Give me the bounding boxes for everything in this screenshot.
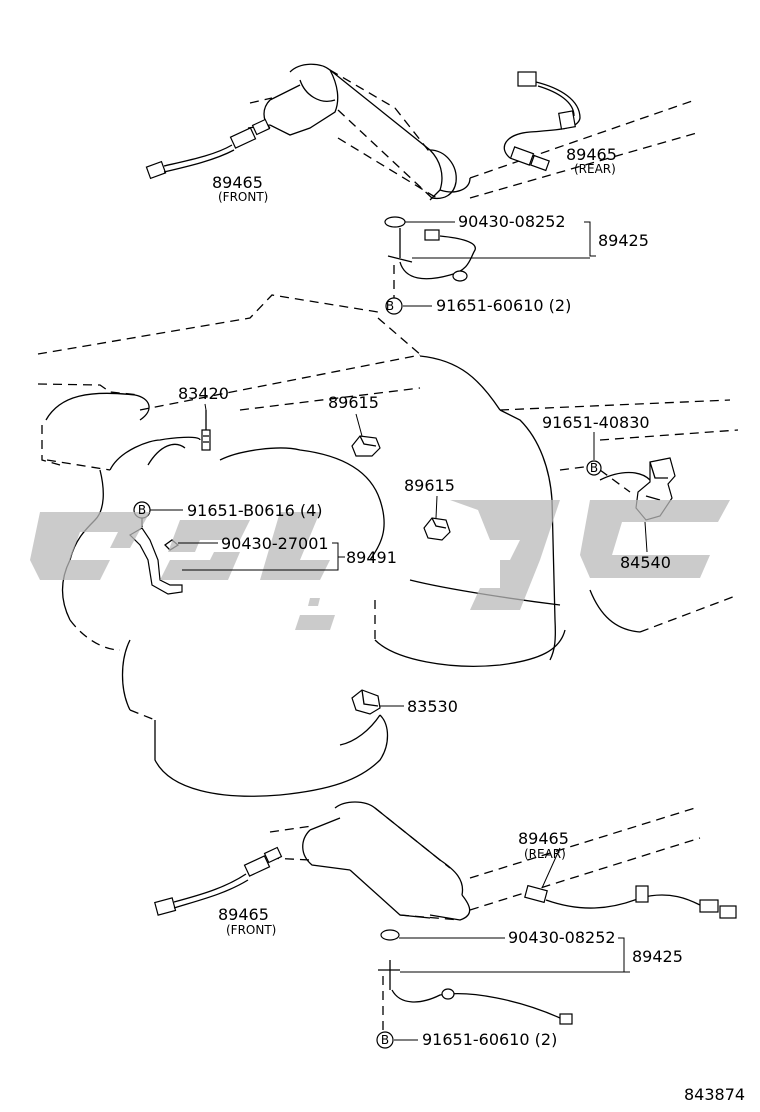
callout-89465-top-front: 89465 (FRONT) xyxy=(212,173,268,204)
part-number: 89465 xyxy=(218,905,269,924)
bolt-marker: B xyxy=(138,503,146,517)
callout-91651-60610-top: 91651-60610 (2) xyxy=(436,296,571,315)
part-note: (FRONT) xyxy=(218,190,268,204)
callout-90430-27001: 90430-27001 xyxy=(221,534,329,553)
part-number: 89465 xyxy=(212,173,263,192)
part-note: (REAR) xyxy=(524,847,566,861)
callout-89425-top: 89425 xyxy=(598,231,649,250)
callout-90430-08252-bottom: 90430-08252 xyxy=(508,928,616,947)
callout-83420: 83420 xyxy=(178,384,229,403)
sensor-89465-bottom-rear xyxy=(524,884,737,919)
sensor-89425-top xyxy=(384,216,476,315)
callout-91651-60610-bottom: 91651-60610 (2) xyxy=(422,1030,557,1049)
watermark-logo xyxy=(30,500,730,630)
sensor-89465-top-rear xyxy=(503,71,581,172)
sensor-89615-b xyxy=(423,517,451,541)
part-note: (REAR) xyxy=(574,162,616,176)
callout-89465-top-rear: 89465 (REAR) xyxy=(566,145,617,176)
sensor-83530 xyxy=(351,689,381,715)
bolt-marker: B xyxy=(386,299,394,313)
engine-outline xyxy=(37,294,739,797)
bottom-exhaust-pipe xyxy=(269,801,701,921)
bolt-marker: B xyxy=(590,461,598,475)
callout-90430-08252-top: 90430-08252 xyxy=(458,212,566,231)
diagram-id: 843874 xyxy=(684,1085,745,1104)
callout-91651-40830: 91651-40830 xyxy=(542,413,650,432)
leader-lines xyxy=(150,221,648,1041)
part-note: (FRONT) xyxy=(226,923,276,937)
top-exhaust-pipe xyxy=(247,63,701,201)
sensor-83420 xyxy=(201,410,211,451)
sensor-89425-bottom xyxy=(376,929,573,1049)
callout-91651-b0616: 91651-B0616 (4) xyxy=(187,501,323,520)
callout-89615-b: 89615 xyxy=(404,476,455,495)
callout-89425-bottom: 89425 xyxy=(632,947,683,966)
part-number: 89465 xyxy=(566,145,617,164)
callout-89491: 89491 xyxy=(346,548,397,567)
sensor-89615-a xyxy=(351,435,381,457)
bolt-marker: B xyxy=(381,1033,389,1047)
callout-89465-bottom-rear: 89465 (REAR) xyxy=(518,829,569,861)
callout-83530: 83530 xyxy=(407,697,458,716)
part-number: 89465 xyxy=(518,829,569,848)
callout-84540: 84540 xyxy=(620,553,671,572)
sensor-89465-top-front xyxy=(145,118,271,180)
callout-89465-bottom-front: 89465 (FRONT) xyxy=(218,905,276,937)
callout-89615-a: 89615 xyxy=(328,393,379,412)
sensor-89465-bottom-front xyxy=(154,846,283,916)
